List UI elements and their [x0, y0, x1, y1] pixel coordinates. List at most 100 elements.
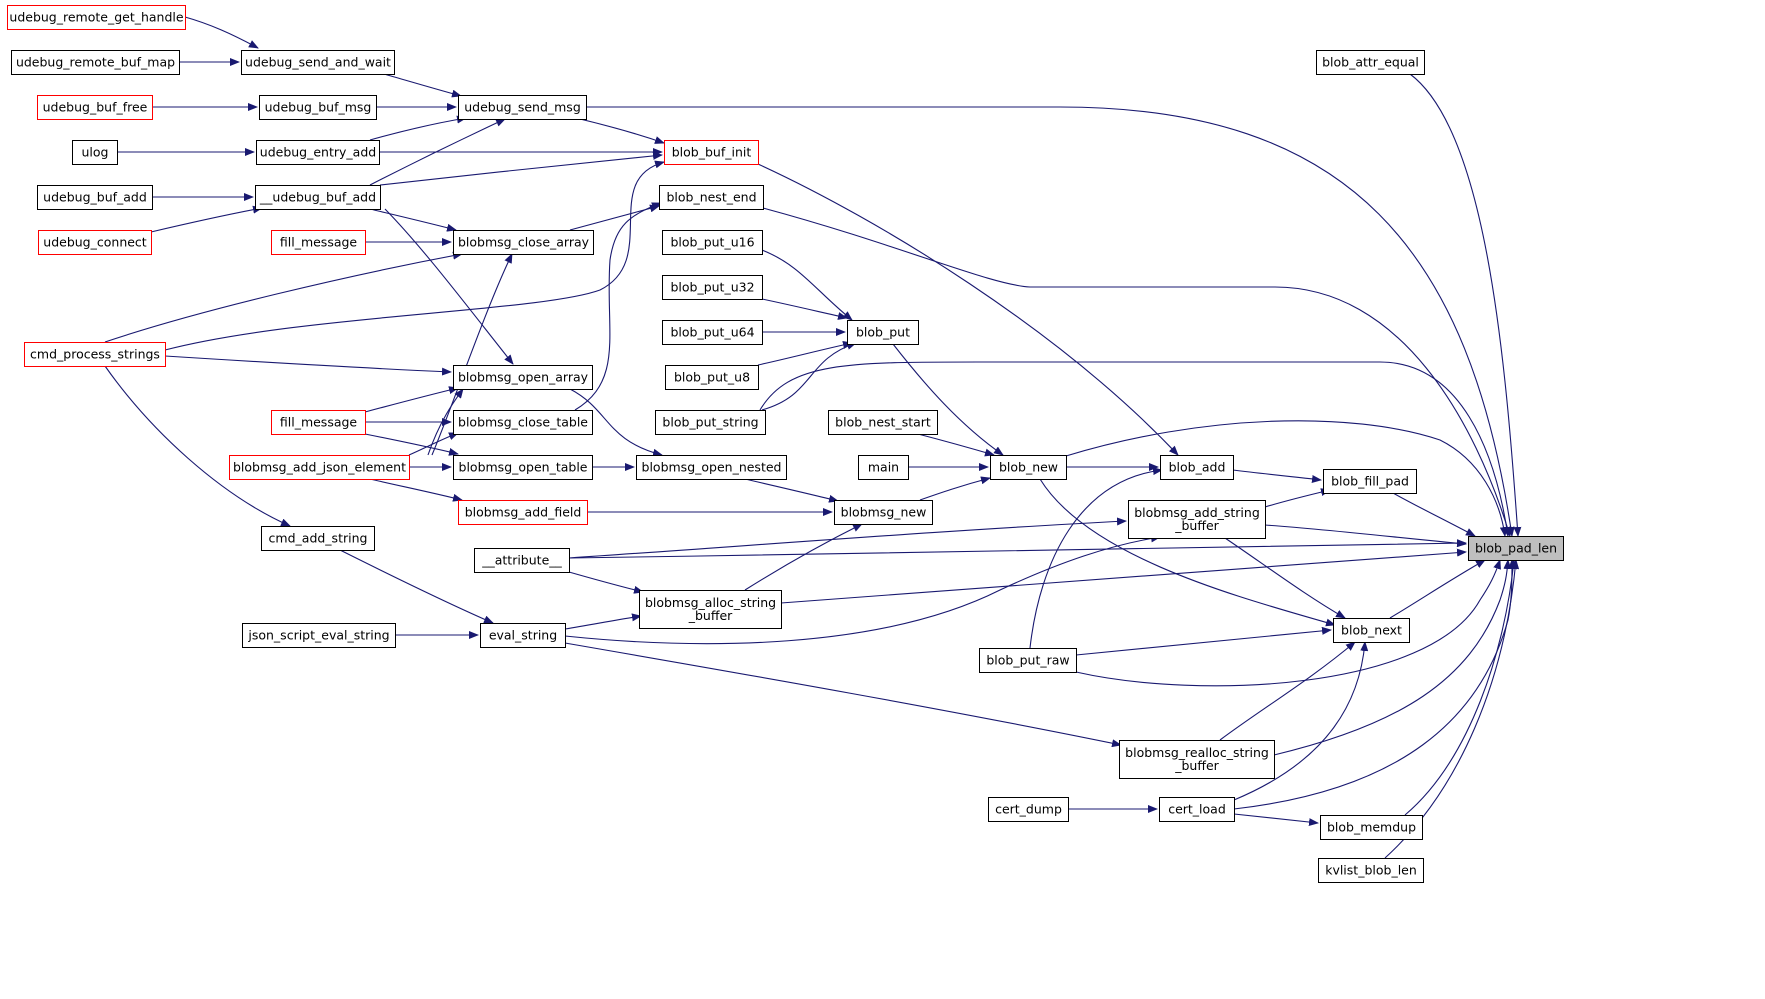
node-label: blob_put_u8 [674, 370, 750, 385]
node-eval_string[interactable]: eval_string [480, 623, 566, 648]
node-blob_put[interactable]: blob_put [847, 320, 919, 345]
node-blob_put_u64[interactable]: blob_put_u64 [662, 320, 763, 345]
edge-__udebug_buf_add-to-udebug_send_msg [369, 118, 506, 186]
node-blob_add[interactable]: blob_add [1160, 455, 1234, 480]
node-blob_pad_len[interactable]: blob_pad_len [1468, 536, 1564, 561]
node-cmd_process_strings[interactable]: cmd_process_strings [24, 342, 166, 367]
node-blob_put_u32[interactable]: blob_put_u32 [662, 275, 763, 300]
node-udebug_send_and_wait[interactable]: udebug_send_and_wait [241, 50, 395, 75]
node-blobmsg_open_nested[interactable]: blobmsg_open_nested [636, 455, 787, 480]
edge-blob_buf_init-to-blob_add [757, 163, 1179, 456]
node-blob_put_string[interactable]: blob_put_string [655, 410, 766, 435]
node-blobmsg_open_array[interactable]: blobmsg_open_array [453, 365, 593, 390]
node-blobmsg_new[interactable]: blobmsg_new [834, 500, 933, 525]
node-box [458, 500, 588, 525]
edge-blobmsg_realloc_string_buffer-to-blob_pad_len [1273, 559, 1512, 756]
edge-udebug_entry_add-to-udebug_send_msg [369, 115, 467, 141]
node-box [662, 275, 763, 300]
edge-kvlist_blob_len-to-blob_pad_len [1384, 559, 1520, 859]
node-label: blob_put_string [662, 415, 758, 430]
node-blobmsg_alloc_string_buffer[interactable]: blobmsg_alloc_string_buffer [639, 590, 782, 629]
node-label: blob_put_raw [986, 653, 1069, 668]
node-label: blob_put_u16 [670, 235, 754, 250]
node-blob_put_raw[interactable]: blob_put_raw [979, 648, 1077, 673]
edge-__udebug_buf_add-to-blobmsg_close_array [369, 208, 457, 232]
node-fill_message_1[interactable]: fill_message [271, 230, 366, 255]
node-json_script_eval_string[interactable]: json_script_eval_string [242, 623, 396, 648]
node-udebug_buf_msg[interactable]: udebug_buf_msg [259, 95, 377, 120]
node-blob_fill_pad[interactable]: blob_fill_pad [1323, 469, 1417, 494]
edge-__udebug_buf_add-to-blobmsg_open_array [384, 208, 514, 365]
node-blob_attr_equal[interactable]: blob_attr_equal [1316, 50, 1425, 75]
edge-cmd_process_strings-to-blobmsg_close_array [104, 251, 463, 343]
node-box [659, 185, 764, 210]
node-cert_load[interactable]: cert_load [1159, 797, 1235, 822]
node-udebug_remote_buf_map[interactable]: udebug_remote_buf_map [11, 50, 180, 75]
node-udebug_entry_add[interactable]: udebug_entry_add [256, 140, 380, 165]
node-cert_dump[interactable]: cert_dump [988, 797, 1069, 822]
node-box [37, 95, 153, 120]
node-kvlist_blob_len[interactable]: kvlist_blob_len [1318, 858, 1424, 883]
node-blobmsg_open_table[interactable]: blobmsg_open_table [453, 455, 593, 480]
node-box [458, 95, 587, 120]
node-label: _buffer [1174, 518, 1219, 533]
edge-blob_add-to-blob_fill_pad [1232, 469, 1322, 483]
node-box [1159, 797, 1235, 822]
node-label: blobmsg_add_string [1134, 505, 1260, 520]
node-blobmsg_close_array[interactable]: blobmsg_close_array [453, 230, 594, 255]
node-cmd_add_string[interactable]: cmd_add_string [261, 526, 375, 551]
node-ulog[interactable]: ulog [72, 140, 118, 165]
node-udebug_buf_free[interactable]: udebug_buf_free [37, 95, 153, 120]
node-label: blob_new [999, 460, 1058, 475]
edge-__attribute__-to-blobmsg_add_string_buffer [568, 517, 1127, 559]
node-label: blob_buf_init [672, 145, 752, 160]
node-label: __udebug_buf_add [259, 190, 376, 205]
node-blobmsg_add_json_element[interactable]: blobmsg_add_json_element [229, 455, 410, 480]
node-blob_put_u16[interactable]: blob_put_u16 [662, 230, 763, 255]
node-blobmsg_realloc_string_buffer[interactable]: blobmsg_realloc_string_buffer [1119, 740, 1275, 779]
node-blob_next[interactable]: blob_next [1333, 618, 1410, 643]
node-udebug_buf_add[interactable]: udebug_buf_add [37, 185, 153, 210]
node-box [1323, 469, 1417, 494]
node-label: _buffer [688, 608, 733, 623]
node-__udebug_buf_add[interactable]: __udebug_buf_add [255, 185, 381, 210]
node-blob_memdup[interactable]: blob_memdup [1320, 815, 1423, 840]
node-udebug_connect[interactable]: udebug_connect [38, 230, 152, 255]
node-blob_new[interactable]: blob_new [990, 455, 1067, 480]
node-box [271, 410, 366, 435]
node-blob_put_u8[interactable]: blob_put_u8 [665, 365, 759, 390]
edge-cmd_process_strings-to-cmd_add_string [104, 365, 291, 527]
node-blob_nest_end[interactable]: blob_nest_end [659, 185, 764, 210]
node-main[interactable]: main [858, 455, 909, 480]
node-box [639, 590, 782, 629]
node-label: blob_pad_len [1475, 541, 1557, 556]
edge-blob_put_raw-to-blob_next [1075, 626, 1332, 656]
node-blobmsg_add_string_buffer[interactable]: blobmsg_add_string_buffer [1128, 500, 1266, 539]
edge-fill_message_2-to-blobmsg_open_array [364, 386, 459, 413]
node-label: _buffer [1174, 758, 1219, 773]
node-box [453, 230, 594, 255]
node-fill_message_2[interactable]: fill_message [271, 410, 366, 435]
node-box [1316, 50, 1425, 75]
edge-blob_put_u32-to-blob_put [761, 298, 848, 320]
node-box [1318, 858, 1424, 883]
node-blobmsg_add_field[interactable]: blobmsg_add_field [458, 500, 588, 525]
node-box [453, 365, 593, 390]
node-blob_buf_init[interactable]: blob_buf_init [664, 140, 759, 165]
node-blobmsg_close_table[interactable]: blobmsg_close_table [453, 410, 593, 435]
edge-blobmsg_add_string_buffer-to-blob_fill_pad [1264, 488, 1331, 508]
node-box [1119, 740, 1275, 779]
edge-blob_nest_start-to-blob_new [917, 433, 995, 457]
node-udebug_remote_get_handle[interactable]: udebug_remote_get_handle [7, 5, 186, 30]
node-__attribute__[interactable]: __attribute__ [474, 548, 570, 573]
edge-cert_load-to-blob_pad_len [1233, 559, 1516, 810]
node-udebug_send_msg[interactable]: udebug_send_msg [458, 95, 587, 120]
node-box [858, 455, 909, 480]
node-label: blob_next [1341, 623, 1402, 638]
node-label: udebug_connect [43, 235, 147, 250]
node-layer: udebug_remote_get_handle udebug_remote_bu… [7, 5, 1564, 883]
node-label: json_script_eval_string [247, 628, 389, 643]
node-blob_nest_start[interactable]: blob_nest_start [828, 410, 938, 435]
edge-eval_string-to-blobmsg_add_string_buffer [564, 534, 1161, 645]
edge-blob_attr_equal-to-blob_pad_len [1409, 73, 1522, 537]
